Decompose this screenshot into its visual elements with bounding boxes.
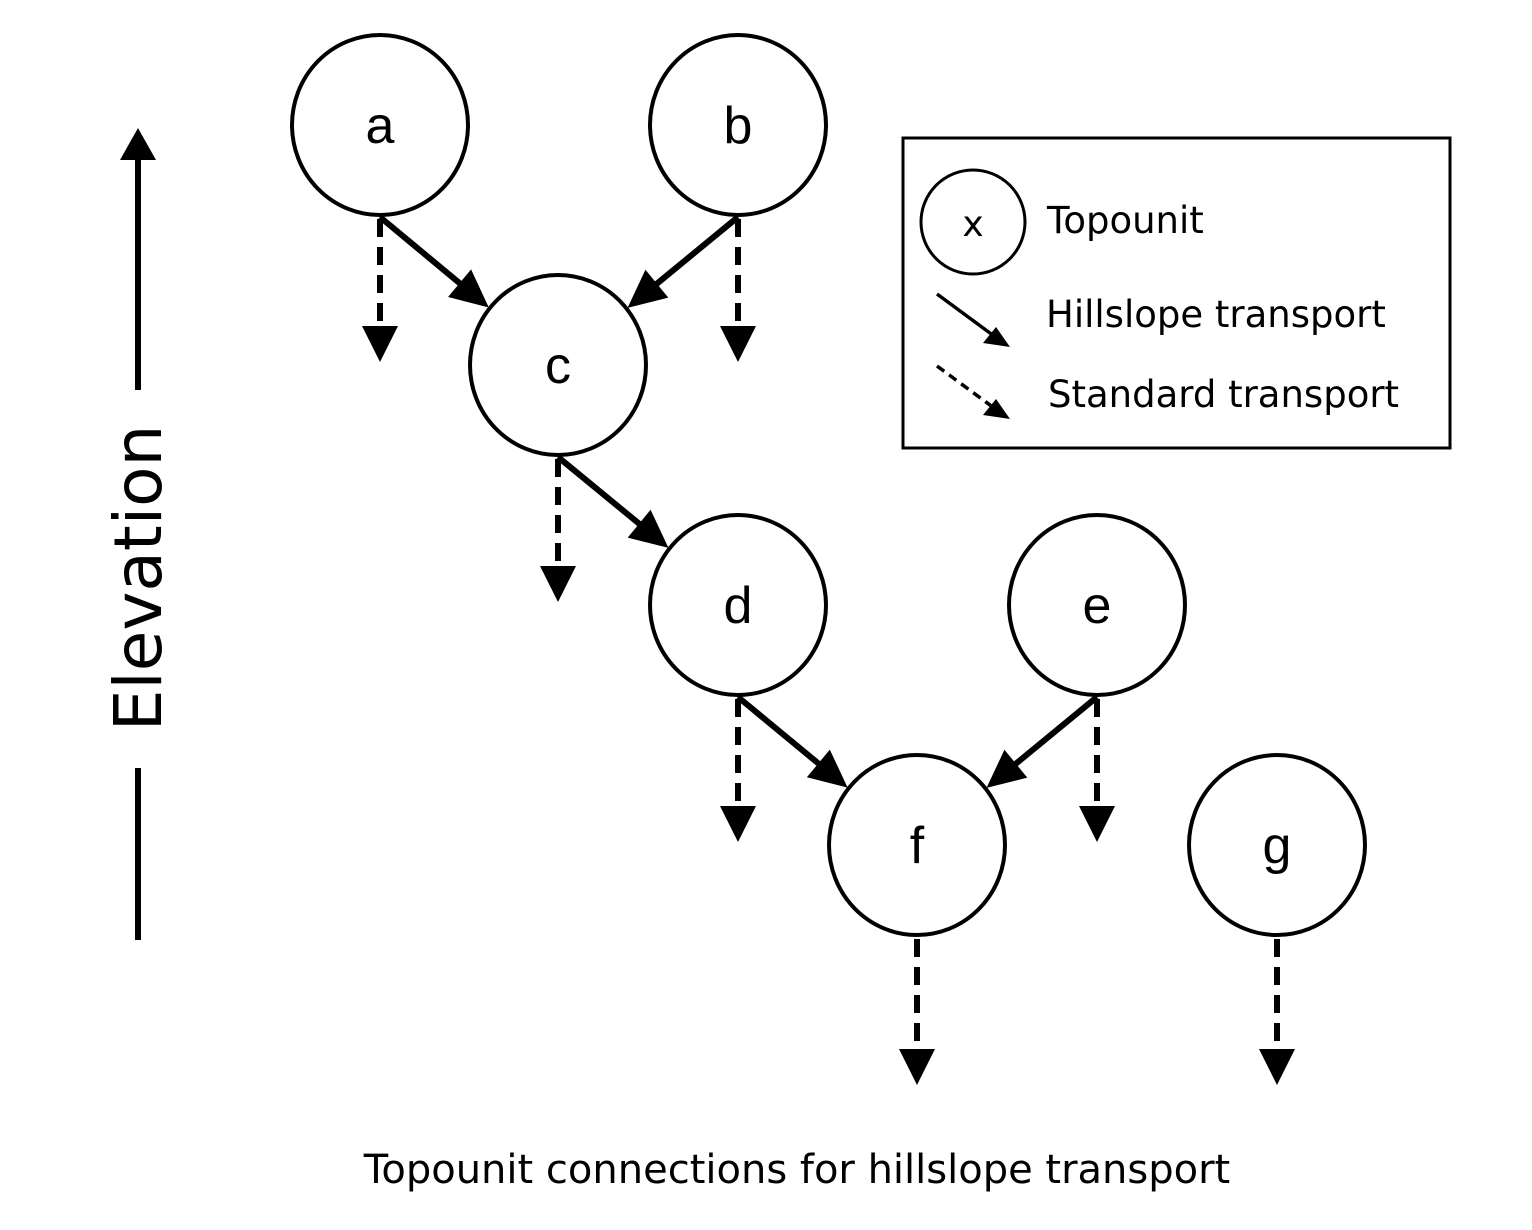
hillslope-arrowhead-icon (806, 749, 848, 788)
hillslope-transport-line (651, 214, 740, 289)
standard-arrowhead-icon (720, 326, 756, 362)
topounit-label: a (366, 97, 395, 155)
topounit-node-b: b (648, 33, 828, 217)
standard-arrowhead-icon (362, 326, 398, 362)
topounit-node-f: f (827, 753, 1007, 937)
legend-topounit-node-icon (919, 168, 1027, 276)
legend-topounit-label: Topounit (1046, 199, 1204, 242)
edge-a-out-standard (362, 219, 398, 362)
edge-b-out-standard (720, 219, 756, 362)
edge-b-c-hillslope (627, 214, 740, 308)
topounit-label: e (1083, 577, 1112, 635)
hillslope-arrowhead-icon (448, 269, 489, 308)
topounit-circle (827, 753, 1007, 937)
edge-d-out-standard (720, 699, 756, 842)
topounit-node-a: a (290, 33, 470, 217)
legend-item-topounit: x Topounit (919, 168, 1204, 276)
hillslope-arrowhead-icon (627, 269, 669, 308)
legend: x Topounit Hillslope transport Standard … (901, 136, 1452, 450)
topounit-circle (1187, 753, 1367, 937)
elevation-up-arrow-icon (120, 128, 156, 160)
edge-a-c-hillslope (378, 214, 489, 308)
standard-arrowhead-icon (540, 566, 576, 602)
legend-dashed-line (935, 364, 996, 410)
topounit-label: b (724, 97, 753, 155)
standard-arrowhead-icon (1079, 806, 1115, 842)
standard-arrowhead-icon (1259, 1049, 1295, 1085)
legend-dashed-arrow-icon (983, 399, 1010, 419)
edge-e-out-standard (1079, 699, 1115, 842)
topounit-node-e: e (1007, 513, 1187, 697)
topounit-label: d (724, 577, 753, 635)
edge-e-f-hillslope (986, 694, 1099, 788)
legend-hillslope-label: Hillslope transport (1046, 293, 1386, 336)
topounit-node-d: d (648, 513, 828, 697)
elevation-axis-label: Elevation (100, 425, 177, 732)
topounit-circle (1007, 513, 1187, 697)
topounit-circle (468, 273, 648, 457)
topounit-label: f (910, 817, 925, 875)
edges-layer (362, 214, 1295, 1085)
edge-f-out-standard (899, 939, 935, 1085)
hillslope-arrowhead-icon (986, 749, 1028, 788)
hillslope-transport-line (1010, 694, 1099, 769)
legend-item-standard: Standard transport (935, 364, 1399, 419)
diagram-caption: Topounit connections for hillslope trans… (363, 1147, 1231, 1193)
edge-c-out-standard (540, 459, 576, 602)
edge-g-out-standard (1259, 939, 1295, 1085)
topounit-node-g: g (1187, 753, 1367, 937)
legend-item-hillslope: Hillslope transport (935, 292, 1386, 347)
legend-standard-label: Standard transport (1048, 373, 1399, 416)
hillslope-transport-line (736, 694, 824, 769)
hillslope-transport-line (556, 454, 645, 529)
legend-topounit-sample-label: x (962, 204, 983, 245)
legend-solid-arrow-icon (983, 327, 1010, 347)
standard-arrowhead-icon (899, 1049, 935, 1085)
edge-c-d-hillslope (556, 454, 669, 548)
standard-arrowhead-icon (720, 806, 756, 842)
hillslope-transport-line (378, 214, 465, 289)
elevation-axis: Elevation (100, 128, 177, 940)
topounit-label: c (545, 337, 571, 395)
topounit-circle (290, 33, 470, 217)
topounit-circle (648, 513, 828, 697)
topounit-label: g (1263, 817, 1292, 875)
topounit-node-c: c (468, 273, 648, 457)
hillslope-arrowhead-icon (627, 509, 669, 548)
nodes-layer: a b c d e f g (290, 33, 1367, 937)
topounit-circle (648, 33, 828, 217)
legend-solid-line (935, 292, 996, 338)
edge-d-f-hillslope (736, 694, 848, 788)
